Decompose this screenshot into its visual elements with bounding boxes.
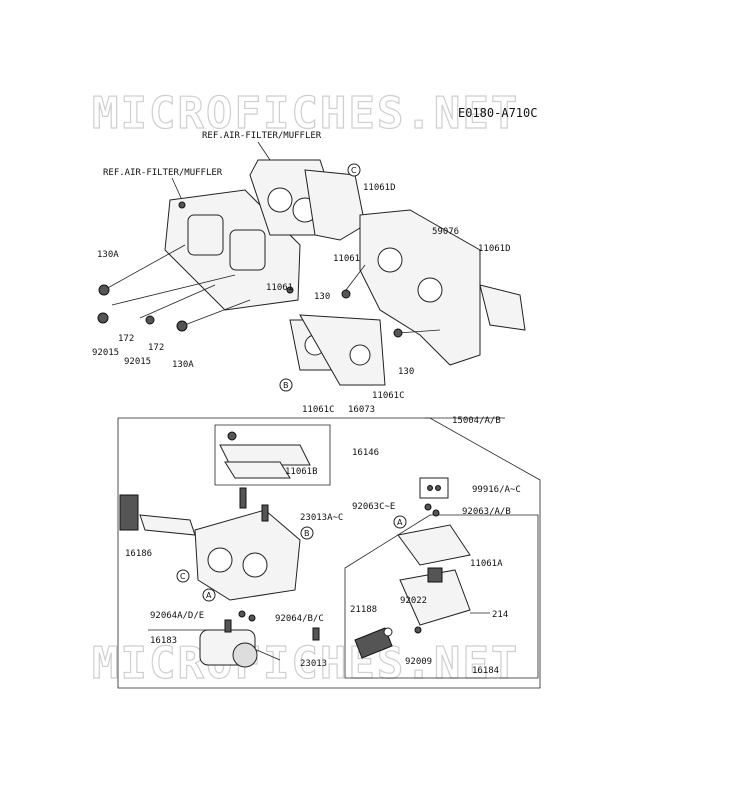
ref-label-lower: REF.AIR-FILTER/MUFFLER (103, 168, 223, 178)
label-92063c: 92063C~E (352, 502, 395, 512)
label-16184: 16184 (472, 666, 499, 676)
label-59076: 59076 (432, 227, 459, 237)
leader-line (171, 177, 183, 201)
label-92015-b: 92015 (124, 357, 151, 367)
label-92022: 92022 (400, 596, 427, 606)
bolt-130a-left (98, 244, 186, 296)
label-130-lower: 130 (398, 367, 414, 377)
label-92064bc: 92064/B/C (275, 614, 324, 624)
label-92015-a: 92015 (92, 348, 119, 358)
cover-frame (214, 424, 331, 486)
kit-part (427, 485, 433, 491)
label-130-upper: 130 (314, 292, 330, 302)
label-16146: 16146 (352, 448, 379, 458)
svg-text:C: C (351, 166, 357, 175)
gasket-11061d-right (479, 284, 526, 331)
diagram-code: E0180-A710C (458, 106, 537, 120)
label-11061a: 11061A (470, 559, 503, 569)
watermark-top: MICROFICHES.NET (92, 88, 519, 139)
label-11061c-a: 11061C (302, 405, 335, 415)
svg-text:C: C (180, 572, 186, 581)
choke-assembly-16186 (119, 494, 196, 536)
bolt-130-lower (393, 328, 441, 338)
oring-92022 (383, 627, 393, 637)
jet-92063c (424, 503, 432, 511)
screw-23013 (312, 627, 320, 641)
label-130a-left: 130A (97, 250, 119, 260)
callout-a-float: A (393, 515, 407, 529)
bolt-130a-right (176, 299, 251, 332)
label-16183: 16183 (150, 636, 177, 646)
callout-b-lower: B (300, 526, 314, 540)
kit-part (435, 485, 441, 491)
cover-plate-16146 (219, 431, 311, 466)
label-214: 214 (492, 610, 508, 620)
solenoid-21188 (354, 627, 393, 659)
label-92063: 92063/A/B (462, 507, 511, 517)
svg-text:A: A (397, 518, 403, 527)
callout-c-upper: C (347, 163, 361, 177)
jet-92064bc (248, 614, 256, 622)
svg-text:B: B (304, 529, 310, 538)
label-92064ade: 92064A/D/E (150, 611, 204, 621)
label-16186: 16186 (125, 549, 152, 559)
label-172-b: 172 (148, 343, 164, 353)
manifold-59076 (359, 209, 481, 366)
svg-text:B: B (283, 381, 289, 390)
label-130a-right: 130A (172, 360, 194, 370)
label-172-a: 172 (118, 334, 134, 344)
kit-99916-box (419, 477, 449, 499)
callout-c-lower: C (176, 569, 190, 583)
lower-assembly-frame (117, 417, 541, 689)
ref-label-upper: REF.AIR-FILTER/MUFFLER (202, 131, 322, 141)
label-23013ac: 23013A~C (300, 513, 343, 523)
bolt-130-upper (341, 264, 366, 299)
label-11061d-right: 11061D (478, 244, 511, 254)
label-23013: 23013 (300, 659, 327, 669)
nut-92015-b (145, 315, 155, 325)
label-21188: 21188 (350, 605, 377, 615)
callout-b-upper: B (279, 378, 293, 392)
gasket-11061c-lower (289, 314, 386, 386)
float-gasket-11061a (397, 524, 471, 566)
label-99916: 99916/A~C (472, 485, 521, 495)
leader-line (257, 141, 271, 161)
stud-172-b (139, 284, 216, 319)
float-bowl (399, 567, 471, 626)
float-chamber-frame (344, 514, 539, 679)
label-11061d-upper: 11061D (363, 183, 396, 193)
carburetor-body (194, 487, 301, 601)
label-16073: 16073 (348, 405, 375, 415)
choke-valve-16183 (199, 619, 258, 668)
stud-172-a (111, 274, 236, 306)
label-11061c-b: 11061C (372, 391, 405, 401)
label-11061b: 11061B (285, 467, 318, 477)
gasket-11061b (224, 461, 291, 479)
svg-text:A: A (206, 591, 212, 600)
label-92009: 92009 (405, 657, 432, 667)
callout-a-lower-left: A (202, 588, 216, 602)
label-11061-a: 11061 (333, 254, 360, 264)
watermark-bottom: MICROFICHES.NET (92, 638, 519, 689)
label-15004: 15004/A/B (452, 416, 501, 426)
jet-92063 (432, 509, 440, 517)
nut-92015-a (97, 312, 109, 324)
gasket-upper-pair (249, 159, 366, 241)
label-11061-b: 11061 (266, 283, 293, 293)
washer-92009 (414, 626, 422, 634)
jet-92064ade (238, 610, 246, 618)
